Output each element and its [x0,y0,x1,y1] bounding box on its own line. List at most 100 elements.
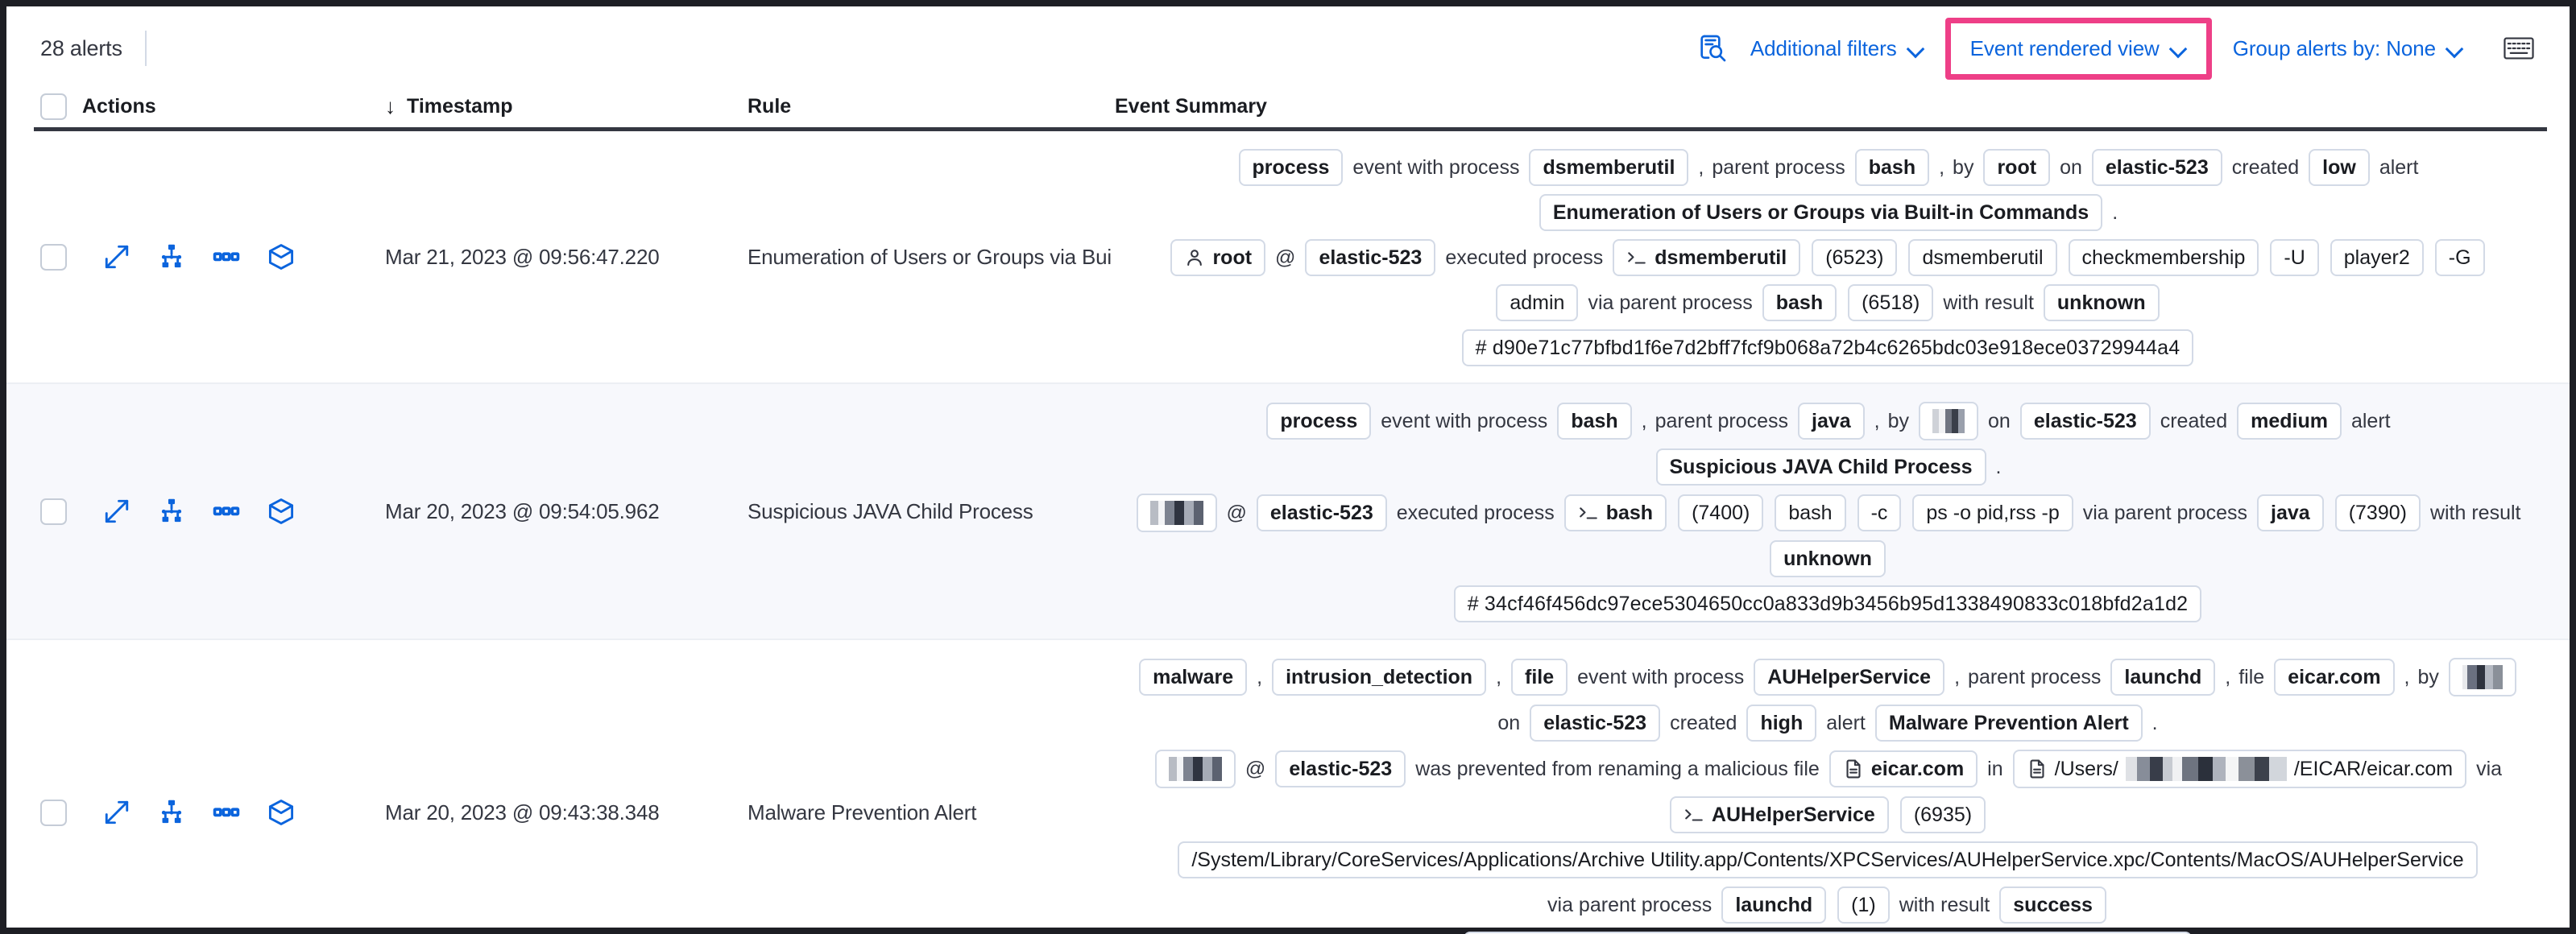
summary-chip[interactable]: /System/Library/CoreServices/Application… [1178,841,2478,878]
summary-chip[interactable]: unknown [2043,284,2160,321]
summary-chip[interactable]: unknown [1770,540,1886,577]
analyze-event-icon[interactable] [158,799,185,826]
row-rule-name[interactable]: Suspicious JAVA Child Process [748,498,1033,523]
summary-chip[interactable]: # d90e71c77bfbd1f6e7d2bff7fcf9b068a72b4c… [1461,329,2194,366]
column-header-timestamp[interactable]: ↓ Timestamp [385,94,748,119]
summary-chip[interactable]: (1) [1837,886,1890,924]
summary-chip[interactable]: AUHelperService [1754,659,1945,696]
summary-chip[interactable]: launchd [2110,659,2216,696]
analyze-event-icon[interactable] [158,498,185,525]
summary-chip[interactable]: low [2309,149,2370,186]
summary-chip[interactable]: process [1238,149,1344,186]
more-actions-icon[interactable] [213,243,240,271]
event-rendered-view-button[interactable]: Event rendered view [1962,36,2195,61]
row-select-checkbox[interactable] [40,799,67,826]
summary-chip[interactable]: process [1266,403,1372,440]
summary-chip[interactable]: (6518) [1848,284,1934,321]
select-all-checkbox[interactable] [40,93,67,120]
summary-chip[interactable]: bash [1762,284,1837,321]
summary-chip[interactable]: # 34cf46f456dc97ece5304650cc0a833d9b3456… [1453,585,2202,622]
summary-chip[interactable] [1136,494,1217,532]
summary-chip[interactable]: -U [2270,239,2319,276]
group-alerts-by-button[interactable]: Group alerts by: None [2217,27,2479,71]
summary-chip[interactable]: Suspicious JAVA Child Process [1655,448,1986,486]
summary-chip[interactable] [2448,658,2516,696]
keyboard-icon[interactable] [2497,27,2541,70]
more-actions-icon[interactable] [213,498,240,525]
summary-chip[interactable]: java [1798,403,1865,440]
summary-chip[interactable]: (7390) [2334,494,2421,531]
chip-label: elastic-523 [1269,502,1373,524]
additional-filters-button[interactable]: Additional filters [1734,27,1940,71]
summary-text: by [1887,409,1910,432]
summary-chip[interactable]: success [1999,886,2106,924]
summary-chip[interactable]: root [1170,239,1266,276]
expand-icon[interactable] [103,799,130,826]
summary-chip[interactable]: /Users//EICAR/eicar.com [2012,750,2467,788]
summary-chip[interactable]: checkmembership [2068,239,2259,276]
summary-chip[interactable]: launchd [1721,886,1827,924]
summary-chip[interactable]: (6523) [1812,239,1898,276]
summary-chip[interactable]: admin [1496,284,1579,321]
row-select-cell [40,243,82,271]
summary-chip[interactable]: eicar.com [1828,750,1978,787]
summary-chip[interactable]: bash [1557,403,1632,440]
summary-chip[interactable] [1154,750,1236,788]
summary-chip[interactable]: root [1983,149,2051,186]
row-select-checkbox[interactable] [40,498,67,525]
summary-chip[interactable]: elastic-523 [2019,403,2151,440]
summary-chip[interactable]: intrusion_detection [1272,659,1487,696]
row-actions-cell [82,799,385,826]
column-header-actions[interactable]: Actions [82,94,156,118]
summary-chip[interactable]: elastic-523 [2091,149,2222,186]
summary-chip[interactable] [1919,402,1979,440]
additional-filters-label: Additional filters [1750,35,1897,60]
session-view-icon[interactable] [267,498,295,525]
summary-chip[interactable]: -G [2434,239,2485,276]
summary-text: . [2112,200,2118,224]
summary-chip[interactable]: bash [1775,494,1846,531]
row-rule-name[interactable]: Enumeration of Users or Groups via Bui [748,244,1112,269]
summary-chip[interactable]: ps -o pid,rss -p [1912,494,2073,531]
session-view-icon[interactable] [267,243,295,271]
summary-chip[interactable]: bash [1563,494,1667,531]
summary-chip[interactable]: dsmemberutil [1908,239,2057,276]
summary-chip[interactable]: bash [1854,149,1930,186]
inspect-search-icon[interactable] [1691,27,1734,70]
summary-chip[interactable]: elastic-523 [1305,239,1436,276]
summary-chip[interactable]: player2 [2330,239,2424,276]
summary-chip[interactable]: dsmemberutil [1613,239,1801,276]
chip-label: -G [2448,246,2471,269]
summary-chip[interactable]: elastic-523 [1530,705,1661,742]
analyze-event-icon[interactable] [158,243,185,271]
row-rule-name[interactable]: Malware Prevention Alert [748,800,977,824]
summary-chip[interactable]: Malware Prevention Alert [1874,705,2143,742]
summary-chip[interactable]: (6935) [1899,796,1986,833]
summary-text: file [2238,665,2265,688]
summary-chip[interactable]: (7400) [1678,494,1764,531]
summary-chip[interactable]: high [1746,705,1817,742]
row-select-checkbox[interactable] [40,243,67,271]
column-header-event-summary[interactable]: Event Summary [1115,94,1267,118]
summary-chip[interactable]: java [2257,494,2324,531]
more-actions-icon[interactable] [213,799,240,826]
summary-chip[interactable]: medium [2237,403,2342,440]
expand-icon[interactable] [103,243,130,271]
summary-chip[interactable]: elastic-523 [1275,750,1406,787]
summary-chip[interactable]: malware [1139,659,1248,696]
summary-chip[interactable]: elastic-523 [1256,494,1387,531]
summary-chip[interactable]: AUHelperService [1669,796,1889,833]
summary-chip[interactable]: Enumeration of Users or Groups via Built… [1539,194,2103,231]
expand-icon[interactable] [103,498,130,525]
column-header-rule[interactable]: Rule [748,94,792,118]
summary-text: created [2160,409,2228,432]
session-view-icon[interactable] [267,799,295,826]
summary-chip[interactable]: dsmemberutil [1529,149,1689,186]
summary-chip[interactable]: -c [1857,494,1902,531]
summary-chip[interactable]: eicar.com [2274,659,2395,696]
summary-chip[interactable]: file [1511,659,1568,696]
